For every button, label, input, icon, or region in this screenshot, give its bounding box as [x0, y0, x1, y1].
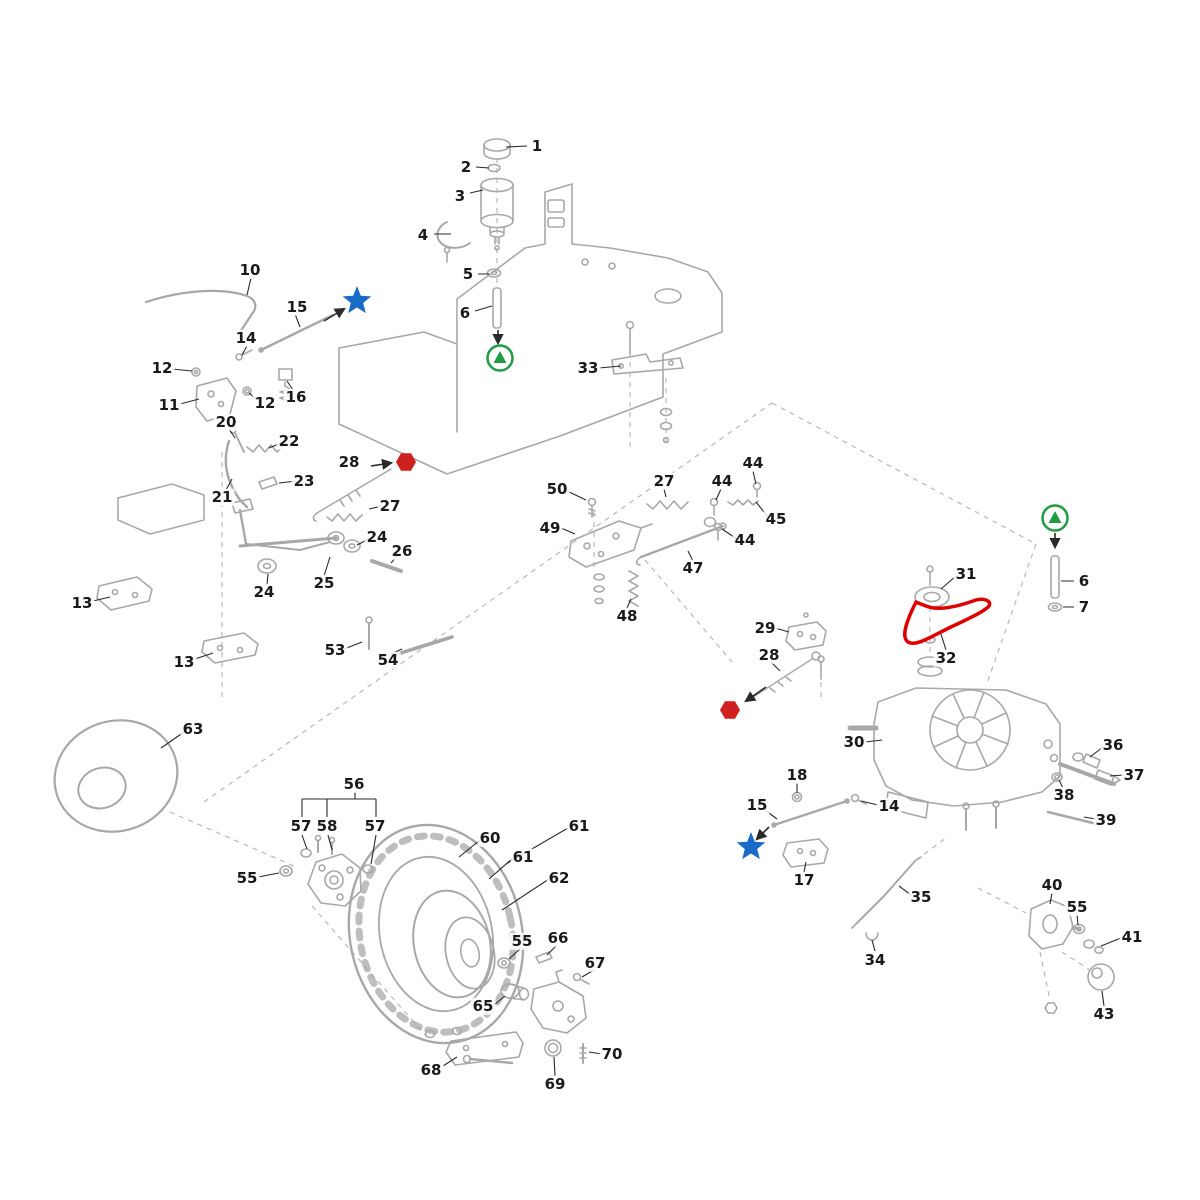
part-label-67: 67 [582, 953, 608, 972]
part-label-3: 3 [452, 186, 468, 205]
part-label-26: 26 [389, 541, 415, 560]
part-label-62: 62 [546, 868, 572, 887]
leader-lines [92, 145, 1125, 1077]
part-label-28: 28 [336, 452, 362, 471]
part-label-43: 43 [1091, 1004, 1117, 1023]
part-label-33: 33 [575, 358, 601, 377]
part-label-12: 12 [149, 358, 175, 377]
part-label-27: 27 [651, 471, 677, 490]
part-label-23: 23 [291, 471, 317, 490]
part-label-55: 55 [509, 931, 535, 950]
part-label-34: 34 [862, 950, 888, 969]
part-label-32: 32 [933, 648, 959, 667]
arrow-lines [323, 307, 1061, 841]
red-hexagon-marker [386, 442, 426, 482]
part-label-61: 61 [566, 816, 592, 835]
part-label-35: 35 [908, 887, 934, 906]
part-label-63: 63 [180, 719, 206, 738]
part-label-66: 66 [545, 928, 571, 947]
part-label-21: 21 [209, 487, 235, 506]
part-label-28: 28 [756, 645, 782, 664]
part-label-47: 47 [680, 558, 706, 577]
part-label-65: 65 [470, 996, 496, 1015]
part-label-12: 12 [252, 393, 278, 412]
part-label-6: 6 [457, 303, 473, 322]
part-label-25: 25 [311, 573, 337, 592]
blue-star-marker [731, 827, 771, 867]
part-label-24: 24 [364, 527, 390, 546]
part-label-69: 69 [542, 1074, 568, 1093]
part-label-13: 13 [171, 652, 197, 671]
dashed-guides [169, 158, 1091, 1037]
part-label-56: 56 [341, 774, 367, 793]
part-label-54: 54 [375, 650, 401, 669]
part-label-31: 31 [953, 564, 979, 583]
part-label-39: 39 [1093, 810, 1119, 829]
part-label-53: 53 [322, 640, 348, 659]
part-label-15: 15 [744, 795, 770, 814]
part-label-45: 45 [763, 509, 789, 528]
part-label-36: 36 [1100, 735, 1126, 754]
part-label-41: 41 [1119, 927, 1145, 946]
part-label-27: 27 [377, 496, 403, 515]
part-label-44: 44 [740, 453, 766, 472]
part-label-6: 6 [1076, 571, 1092, 590]
part-label-48: 48 [614, 606, 640, 625]
part-label-60: 60 [477, 828, 503, 847]
part-label-57: 57 [362, 816, 388, 835]
part-artwork [53, 138, 1121, 1066]
part-label-11: 11 [156, 395, 182, 414]
part-label-5: 5 [460, 264, 476, 283]
part-label-24: 24 [251, 582, 277, 601]
blue-star-marker [337, 281, 377, 321]
part-label-14: 14 [876, 796, 902, 815]
part-label-68: 68 [418, 1060, 444, 1079]
part-label-1: 1 [529, 136, 545, 155]
part-label-55: 55 [1064, 897, 1090, 916]
red-hexagon-marker [710, 690, 750, 730]
part-label-10: 10 [237, 260, 263, 279]
part-label-13: 13 [69, 593, 95, 612]
part-label-14: 14 [233, 328, 259, 347]
part-label-38: 38 [1051, 785, 1077, 804]
part-label-29: 29 [752, 618, 778, 637]
part-label-22: 22 [276, 431, 302, 450]
part-label-7: 7 [1076, 597, 1092, 616]
part-label-61: 61 [510, 847, 536, 866]
green-triangle-marker [1035, 498, 1075, 538]
part-label-40: 40 [1039, 875, 1065, 894]
part-label-55: 55 [234, 868, 260, 887]
part-label-17: 17 [791, 870, 817, 889]
belt-highlight [903, 597, 992, 645]
part-label-57: 57 [288, 816, 314, 835]
part-label-58: 58 [314, 816, 340, 835]
part-label-50: 50 [544, 479, 570, 498]
part-label-44: 44 [732, 530, 758, 549]
part-label-15: 15 [284, 297, 310, 316]
part-label-70: 70 [599, 1044, 625, 1063]
green-triangle-marker [480, 338, 520, 378]
part-label-37: 37 [1121, 765, 1147, 784]
part-label-49: 49 [537, 518, 563, 537]
part-label-16: 16 [283, 387, 309, 406]
part-label-30: 30 [841, 732, 867, 751]
part-label-20: 20 [213, 412, 239, 431]
part-label-2: 2 [458, 157, 474, 176]
part-label-18: 18 [784, 765, 810, 784]
part-label-44: 44 [709, 471, 735, 490]
part-label-4: 4 [415, 225, 431, 244]
